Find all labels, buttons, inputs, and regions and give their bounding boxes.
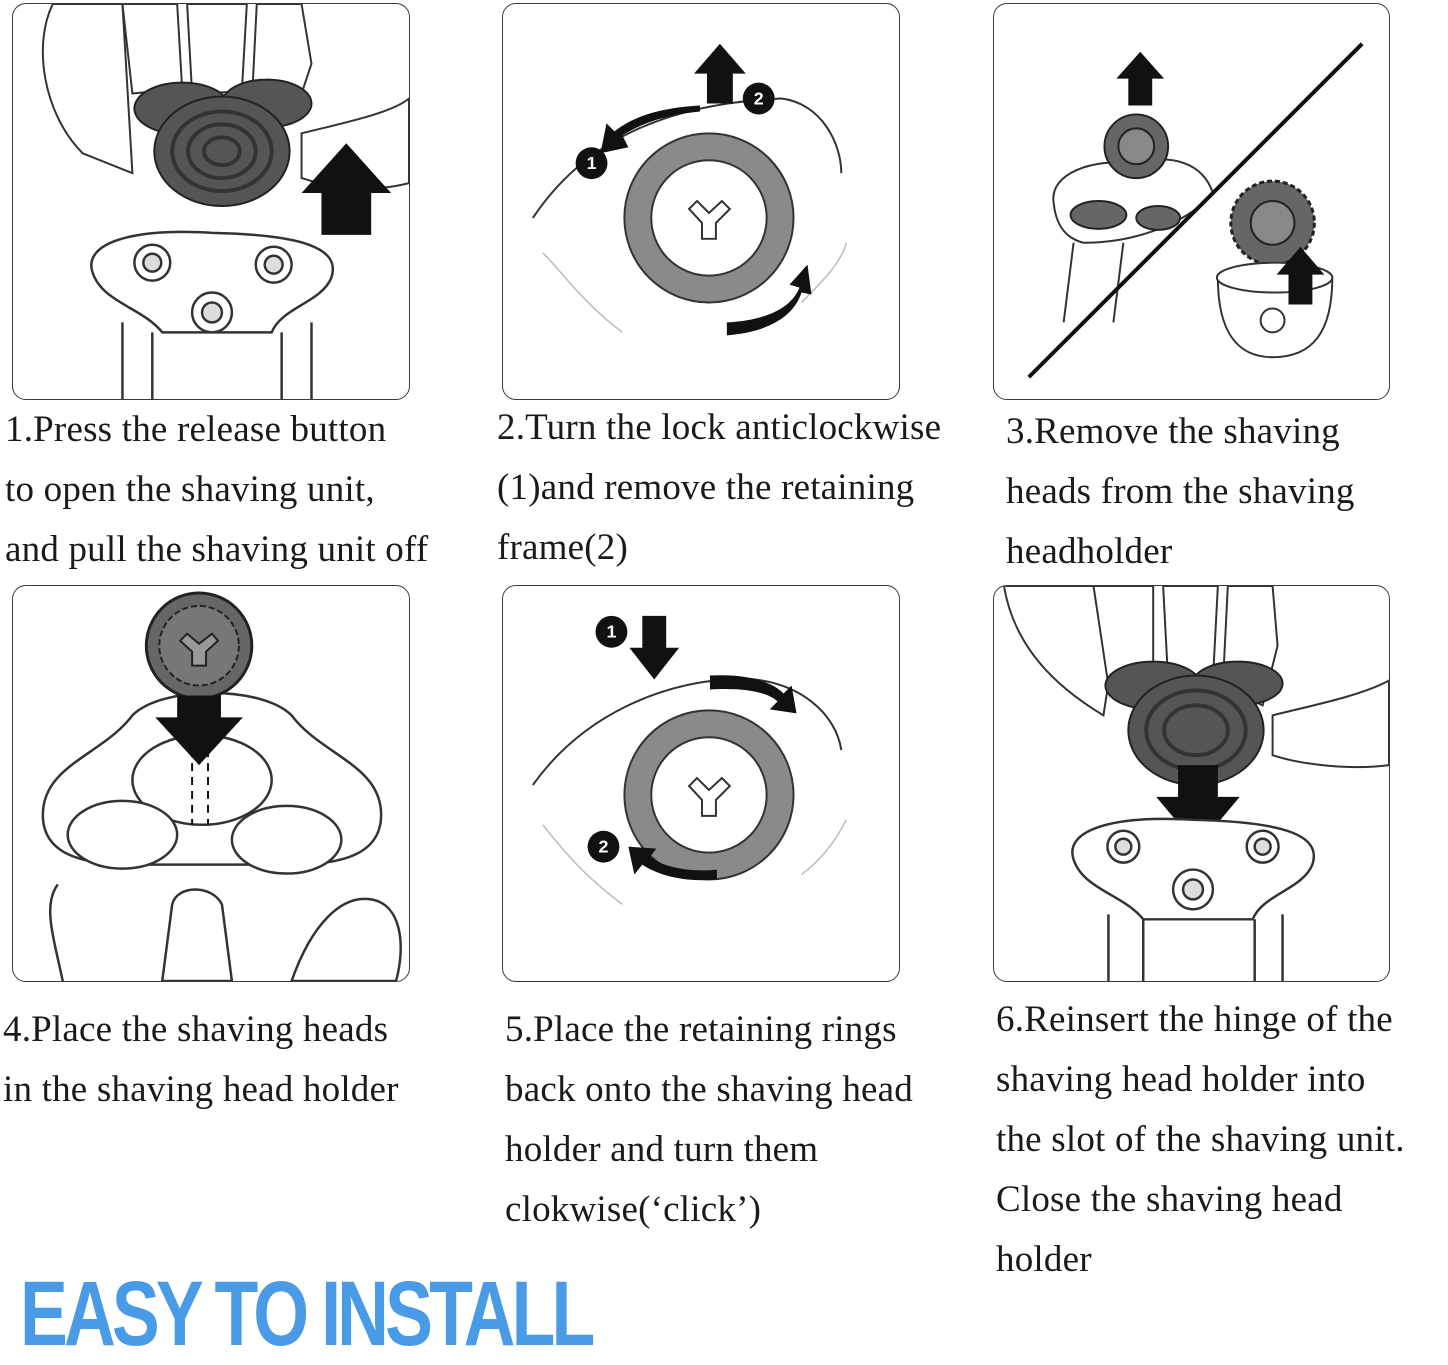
remove-heads-illustration [1027, 42, 1364, 379]
step-6-panel [993, 585, 1390, 982]
down-arrow-icon [1156, 765, 1240, 847]
caption-line: 4.Place the shaving heads [3, 1009, 389, 1050]
reinsert-illustration [1002, 586, 1389, 981]
step-4-panel [12, 585, 410, 982]
caption-line: back onto the shaving head [505, 1069, 913, 1110]
step-2-caption: 2.Turn the lock anticlockwise (1)and rem… [497, 398, 941, 578]
marker-1: 1 [575, 147, 608, 180]
svg-text:2: 2 [754, 88, 764, 108]
rotate-right-arrow-icon [726, 264, 812, 336]
shaver-body [90, 230, 335, 399]
marker-2: 2 [742, 82, 775, 115]
step-2-panel: 1 2 [502, 3, 900, 400]
caption-line: to open the shaving unit, [5, 469, 375, 510]
step-4-caption: 4.Place the shaving heads in the shaving… [3, 1000, 399, 1120]
caption-line: headholder [1006, 531, 1173, 572]
rotate-left-arrow-icon [628, 846, 717, 881]
caption-line: 5.Place the retaining rings [505, 1009, 897, 1050]
retaining-ring [623, 132, 795, 304]
marker-1: 1 [595, 615, 628, 648]
caption-line: 1.Press the release button [5, 409, 387, 450]
svg-text:1: 1 [587, 153, 597, 173]
up-arrow-icon [301, 143, 392, 235]
divider-line [1027, 42, 1364, 379]
caption-line: heads from the shaving [1006, 471, 1355, 512]
retaining-ring [623, 709, 795, 881]
place-heads-illustration [41, 591, 402, 981]
step-3-panel [993, 3, 1390, 400]
step-1-panel [12, 3, 410, 400]
shaver-head-cluster [133, 78, 313, 207]
down-arrow-icon [629, 615, 680, 680]
caption-line: 6.Reinsert the hinge of the [996, 999, 1393, 1040]
up-arrow-icon [694, 43, 746, 104]
step-1-caption: 1.Press the release button to open the s… [5, 400, 428, 580]
svg-text:1: 1 [606, 622, 616, 642]
svg-text:2: 2 [599, 837, 609, 857]
caption-line: clokwise(‘click’) [505, 1189, 762, 1230]
step-6-caption: 6.Reinsert the hinge of the shaving head… [996, 990, 1405, 1290]
caption-line: the slot of the shaving unit. [996, 1119, 1405, 1160]
press-release-illustration [41, 4, 409, 399]
caption-line: 2.Turn the lock anticlockwise [497, 407, 942, 448]
turn-lock-illustration: 1 2 [532, 43, 847, 336]
caption-line: holder [996, 1239, 1092, 1280]
caption-line: shaving head holder into [996, 1059, 1366, 1100]
caption-line: (1)and remove the retaining [497, 467, 915, 508]
step-3-caption: 3.Remove the shaving heads from the shav… [1006, 402, 1355, 582]
rotate-right-arrow-icon [709, 675, 797, 714]
up-arrow-icon [1116, 51, 1165, 106]
step-5-panel: 1 2 [502, 585, 900, 982]
place-rings-illustration: 1 2 [532, 615, 847, 905]
caption-line: in the shaving head holder [3, 1069, 399, 1110]
easy-to-install-headline: EASY TO INSTALL [20, 1263, 595, 1365]
down-arrow-icon [155, 695, 243, 766]
step-5-caption: 5.Place the retaining rings back onto th… [505, 1000, 913, 1240]
caption-line: and pull the shaving unit off [5, 529, 429, 570]
caption-line: 3.Remove the shaving [1006, 411, 1340, 452]
marker-2: 2 [587, 830, 620, 863]
caption-line: holder and turn them [505, 1129, 819, 1170]
caption-line: frame(2) [497, 527, 629, 568]
caption-line: Close the shaving head [996, 1179, 1343, 1220]
rotate-left-arrow-icon [600, 105, 701, 154]
